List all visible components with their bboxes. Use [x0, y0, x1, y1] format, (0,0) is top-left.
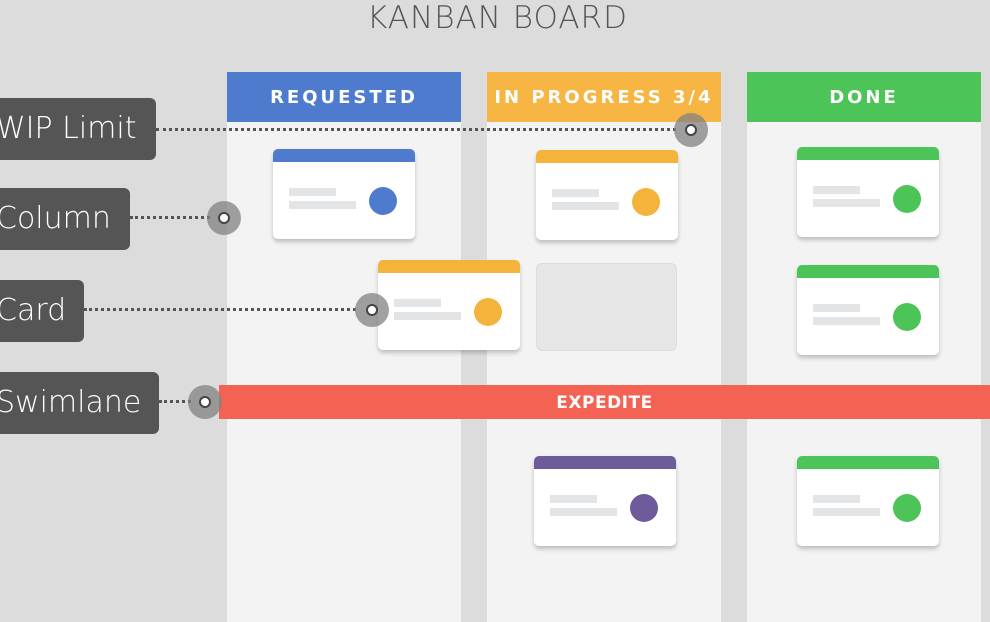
- callout-line-wip: [156, 128, 676, 131]
- avatar: [369, 187, 397, 215]
- column-header-in-progress: IN PROGRESS 3/4: [487, 72, 721, 122]
- callout-label-wip: WIP Limit: [0, 98, 156, 160]
- swimlane-expedite: EXPEDITE: [219, 385, 990, 419]
- callout-pin-card: [355, 293, 389, 327]
- card-green[interactable]: [797, 456, 939, 546]
- avatar: [893, 303, 921, 331]
- callout-line-card: [84, 308, 356, 311]
- callout-label-column: Column: [0, 188, 130, 250]
- column-header-requested: REQUESTED: [227, 72, 461, 122]
- callout-line-column: [130, 216, 210, 219]
- callout-pin-wip: [674, 113, 708, 147]
- card-yellow-moving[interactable]: [378, 260, 520, 350]
- avatar: [632, 188, 660, 216]
- avatar: [474, 298, 502, 326]
- avatar: [893, 185, 921, 213]
- callout-label-card: Card: [0, 280, 84, 342]
- callout-pin-column: [207, 201, 241, 235]
- page-title: KANBAN BOARD: [367, 0, 628, 36]
- card-green[interactable]: [797, 265, 939, 355]
- card-placeholder: [536, 263, 677, 351]
- card-blue[interactable]: [273, 149, 415, 239]
- avatar: [630, 494, 658, 522]
- card-yellow[interactable]: [536, 150, 678, 240]
- card-purple[interactable]: [534, 456, 676, 546]
- callout-pin-swimlane: [188, 385, 222, 419]
- card-green[interactable]: [797, 147, 939, 237]
- column-header-done: DONE: [747, 72, 981, 122]
- callout-label-swimlane: Swimlane: [0, 372, 159, 434]
- avatar: [893, 494, 921, 522]
- callout-line-swimlane: [159, 400, 191, 403]
